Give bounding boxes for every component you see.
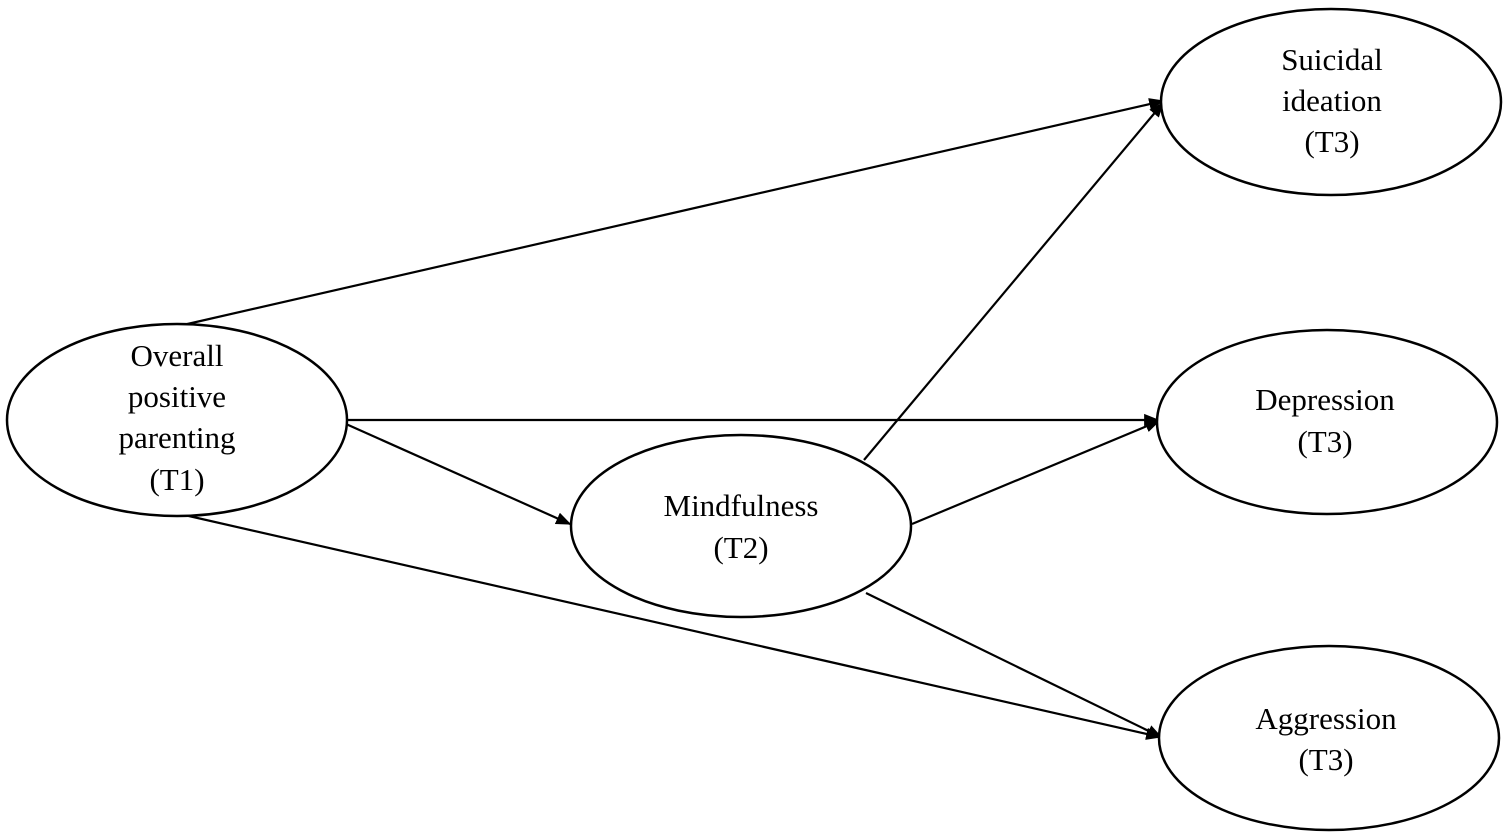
node-parenting-line-4: (T1): [149, 462, 204, 497]
node-suicidal-line-2: ideation: [1282, 83, 1382, 118]
edge-mindfulness-to-aggression: [865, 592, 1163, 738]
edge-parenting-to-suicidal: [182, 98, 1165, 327]
node-aggression: Aggression (T3): [1157, 644, 1501, 832]
node-mindfulness-line-2: (T2): [713, 530, 768, 565]
edge-parenting-to-aggression: [179, 512, 1162, 740]
node-depression: Depression (T3): [1155, 328, 1499, 516]
node-mindfulness-line-1: Mindfulness: [664, 488, 819, 523]
node-mindfulness: Mindfulness (T2): [569, 433, 913, 619]
node-suicidal-line-3: (T3): [1304, 124, 1359, 159]
node-parenting-line-3: parenting: [118, 420, 235, 455]
node-parenting-line-1: Overall: [131, 338, 224, 373]
edge-parenting-to-mindfulness: [345, 422, 572, 526]
node-aggression-line-1: Aggression: [1255, 701, 1397, 736]
node-depression-line-1: Depression: [1255, 382, 1395, 417]
node-aggression-line-2: (T3): [1298, 742, 1353, 777]
edge-mindfulness-to-depression: [911, 419, 1161, 526]
node-parenting-line-2: positive: [128, 379, 226, 414]
node-overall-positive-parenting: Overall positive parenting (T1): [5, 322, 349, 518]
node-depression-line-2: (T3): [1297, 424, 1352, 459]
node-suicidal-ideation: Suicidal ideation (T3): [1159, 7, 1503, 197]
node-suicidal-line-1: Suicidal: [1281, 42, 1383, 77]
edge-mindfulness-to-suicidal: [863, 101, 1164, 461]
